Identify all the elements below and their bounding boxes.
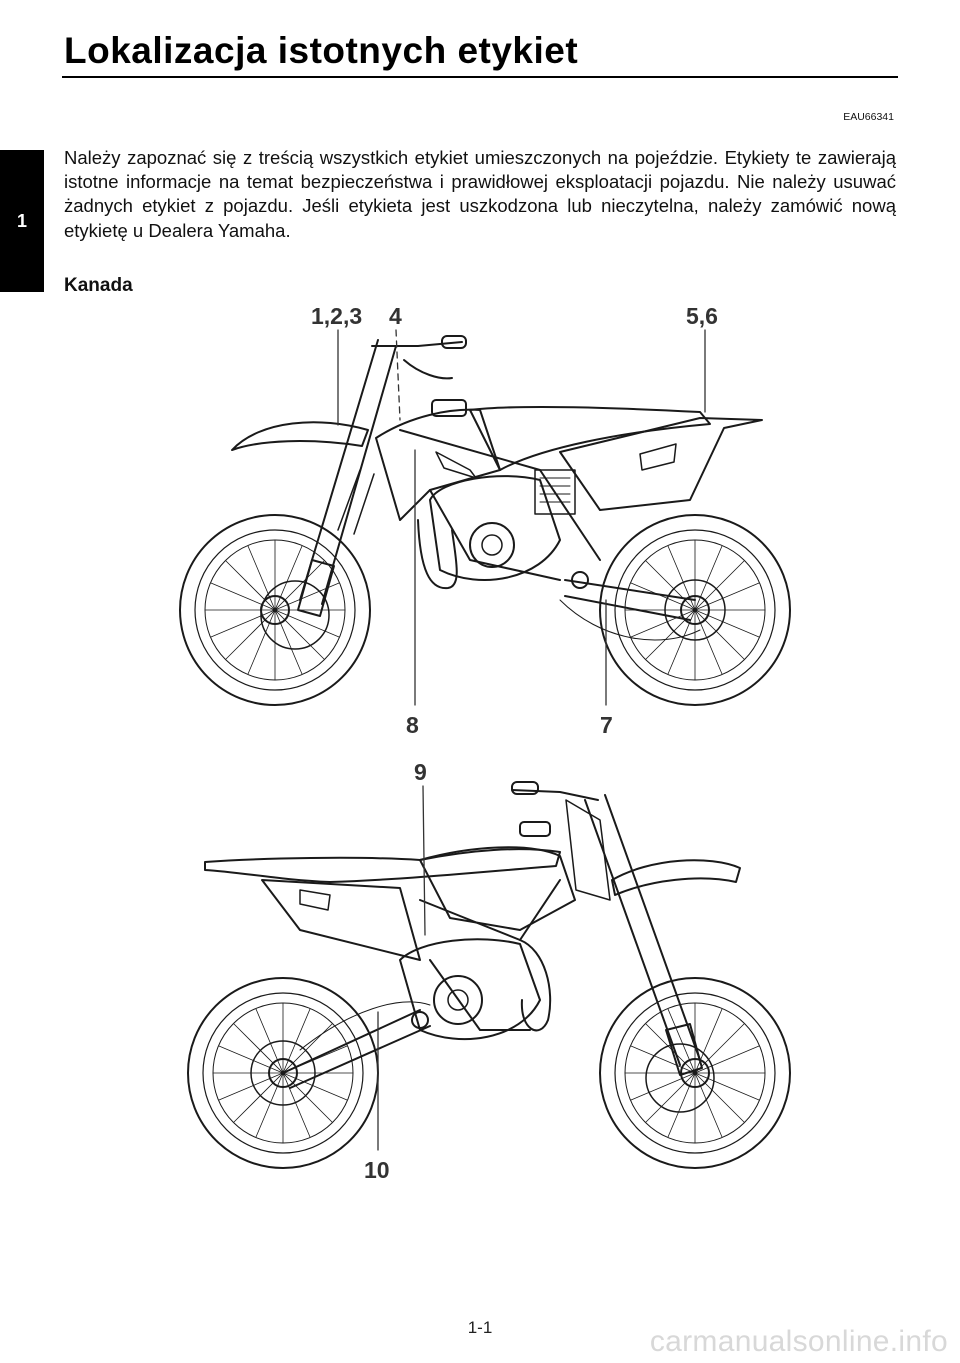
page-title: Lokalizacja istotnych etykiet (64, 30, 579, 71)
top-callout-leaders (337, 329, 706, 706)
callout-5-6: 5,6 (686, 303, 718, 329)
motorcycle-left-side-drawing (187, 781, 791, 1169)
callout-1-2-3: 1,2,3 (311, 303, 362, 329)
callout-10: 10 (364, 1157, 390, 1183)
page-number: 1-1 (467, 1318, 493, 1337)
callout-7: 7 (600, 712, 613, 738)
motorcycle-right-side-drawing (179, 335, 791, 706)
callout-9: 9 (414, 759, 427, 785)
region-heading: Kanada (64, 275, 133, 296)
callout-4: 4 (389, 303, 402, 329)
intro-paragraph: Należy zapoznać się z treścią wszystkich… (64, 147, 896, 241)
callout-8: 8 (406, 712, 419, 738)
document-code: EAU66341 (843, 111, 894, 123)
title-rule (62, 76, 898, 78)
bottom-callout-leaders (377, 785, 426, 1151)
chapter-tab: 1 (0, 150, 44, 292)
watermark: carmanualsonline.info (649, 1325, 948, 1358)
